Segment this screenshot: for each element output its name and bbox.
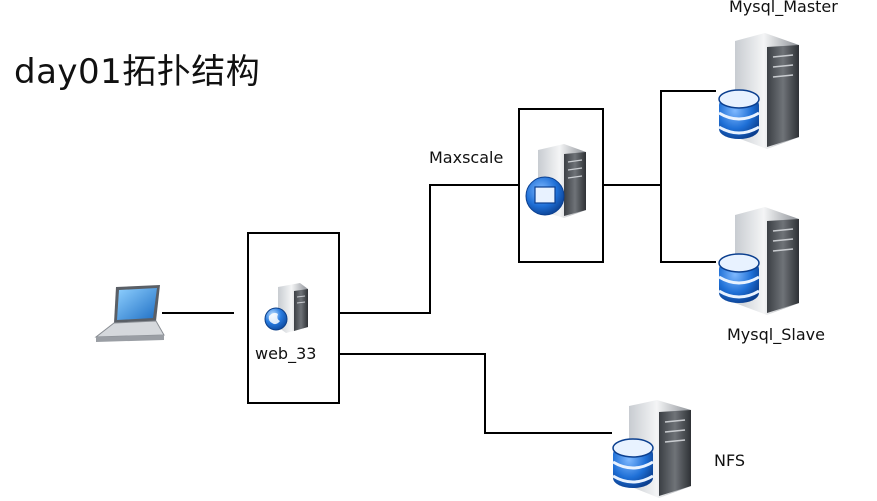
database-server-icon xyxy=(718,207,799,315)
web-label: web_33 xyxy=(255,344,317,363)
web-server-icon xyxy=(264,283,308,333)
link-web-nfs xyxy=(339,353,612,434)
diagram-title: day01拓扑结构 xyxy=(14,52,261,92)
link-web-maxscale xyxy=(339,184,518,314)
proxy-server-icon xyxy=(525,144,586,218)
mysql-slave-label: Mysql_Slave xyxy=(727,325,825,344)
nfs-label: NFS xyxy=(714,451,746,470)
database-server-icon xyxy=(718,33,799,149)
laptop-icon xyxy=(94,285,165,342)
link-maxscale-slave xyxy=(660,185,716,263)
maxscale-label: Maxscale xyxy=(429,148,504,167)
database-server-icon xyxy=(612,400,691,498)
mysql-master-label: Mysql_Master xyxy=(729,0,838,16)
link-maxscale-master xyxy=(660,90,716,185)
